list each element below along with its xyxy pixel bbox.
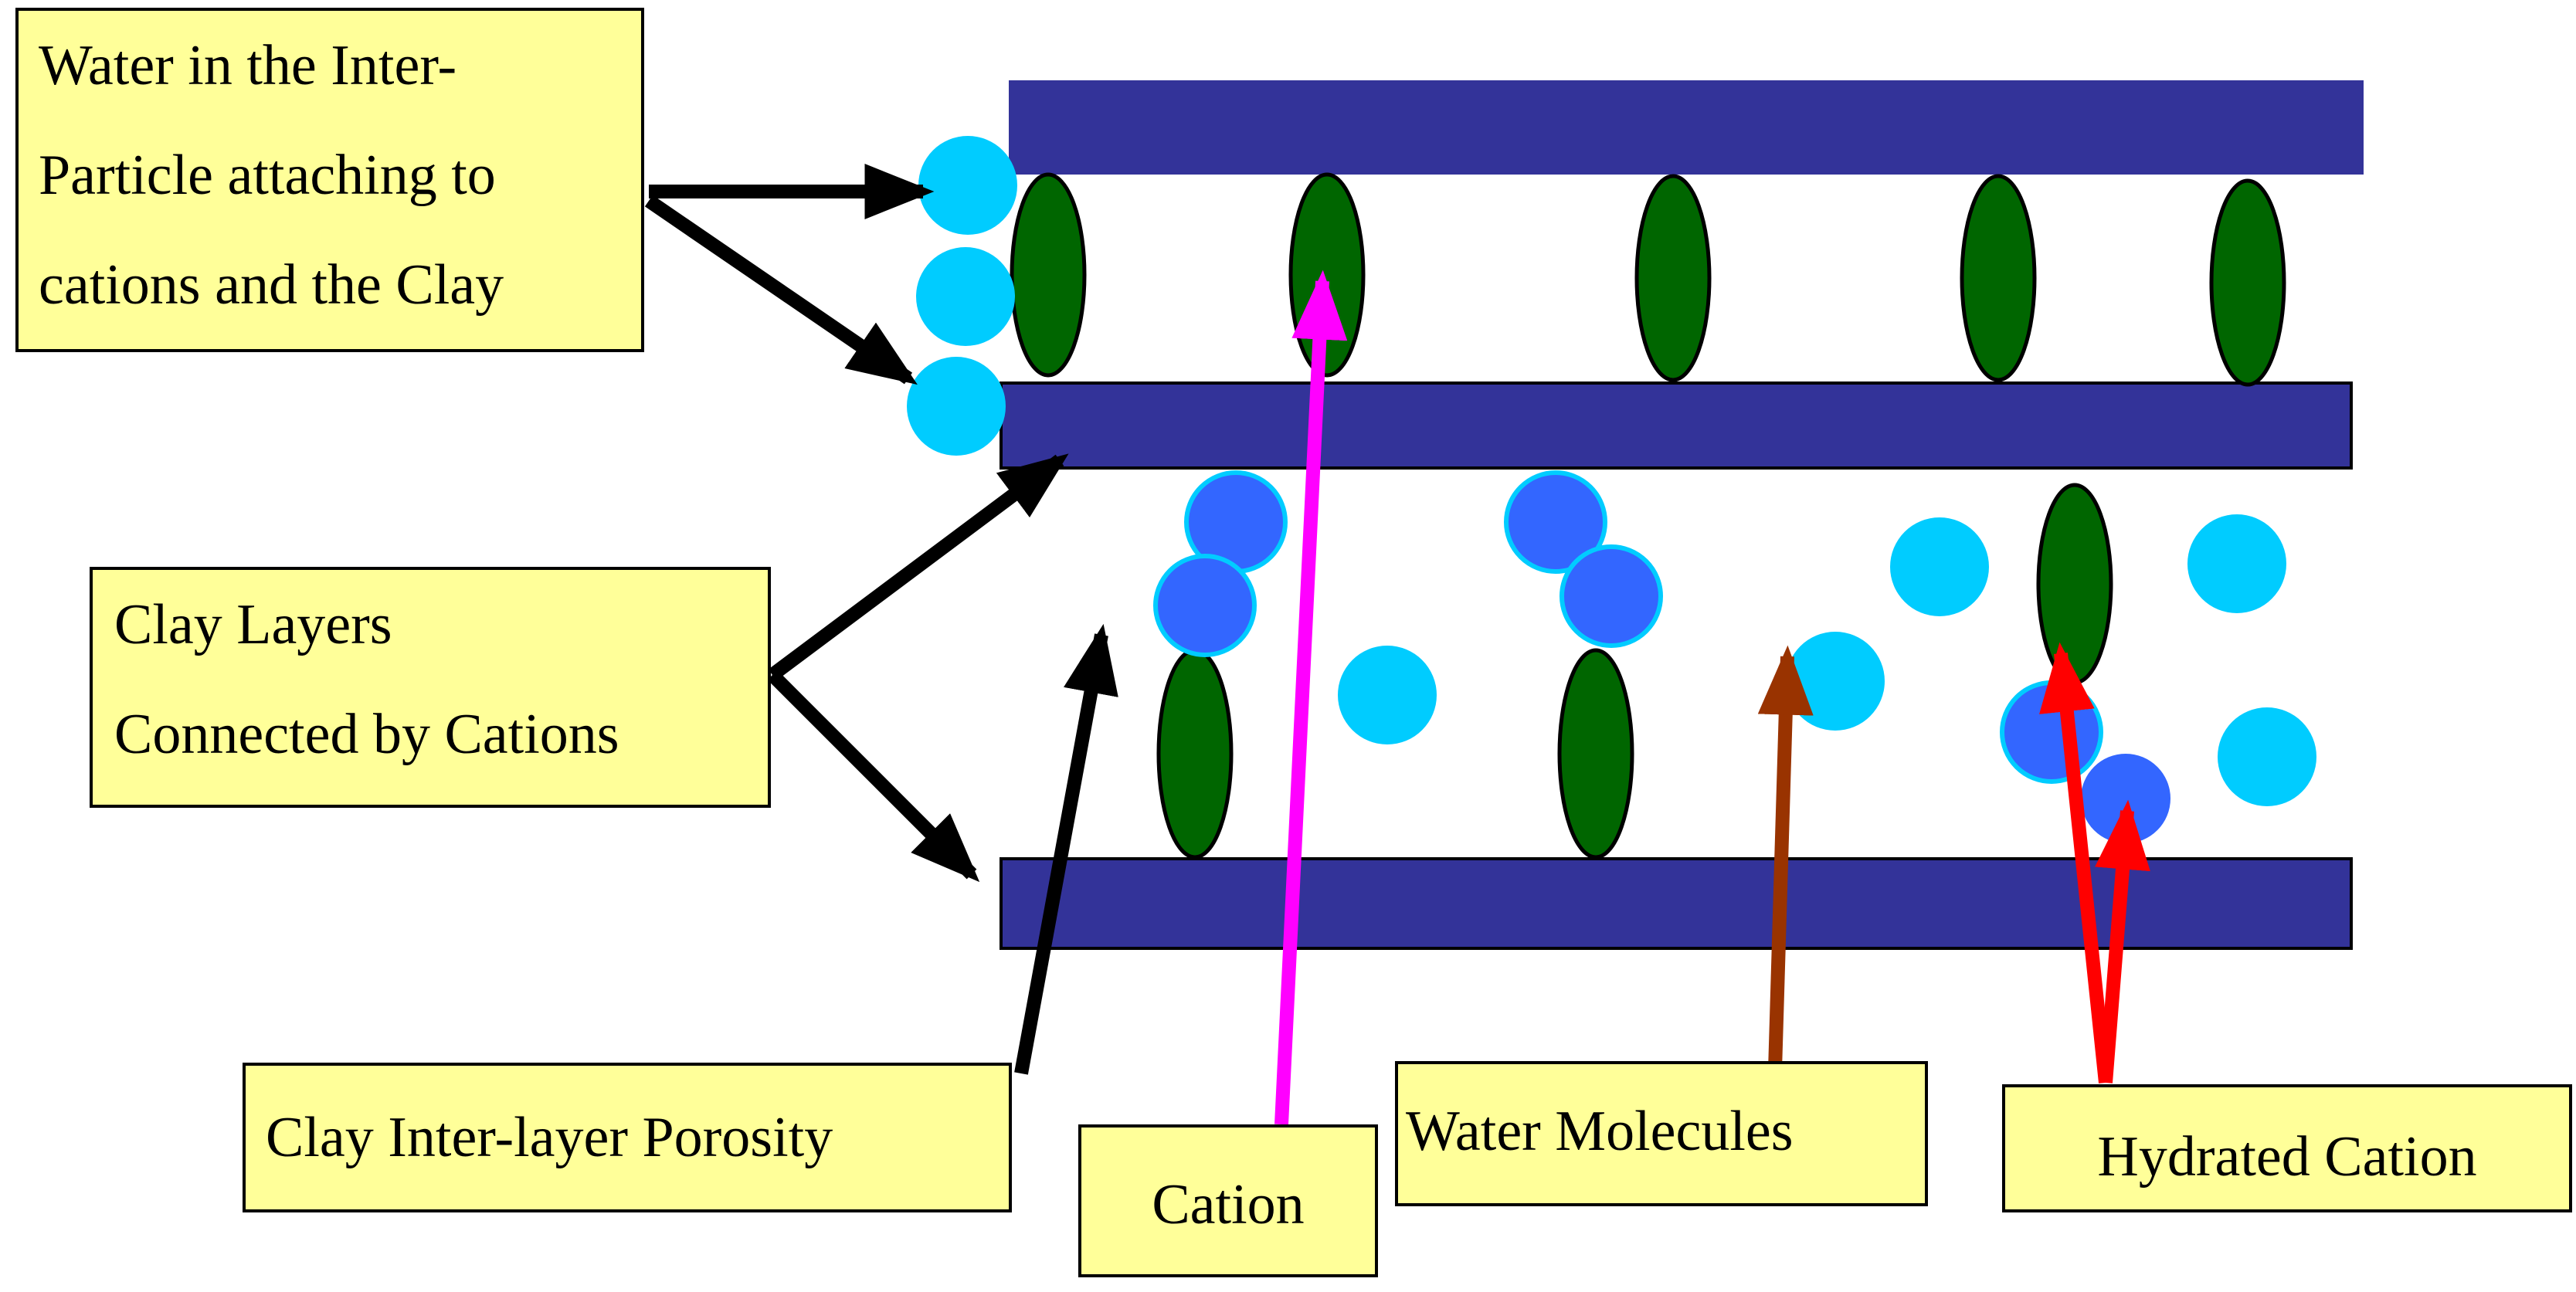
water-molecule xyxy=(2218,707,2316,806)
clay-layer-bottom xyxy=(1000,857,2353,950)
clay-layer-middle xyxy=(1000,381,2353,470)
cation xyxy=(1010,172,1087,378)
arrow-clay-layers-to-bottom xyxy=(767,670,980,883)
arrow-cation xyxy=(1274,270,1348,1125)
label-hydrated-cation: Hydrated Cation xyxy=(2002,1084,2572,1212)
arrow-porosity xyxy=(1014,623,1118,1075)
arrow-water-to-middle-edge xyxy=(644,195,918,385)
arrow-clay-layers-to-middle xyxy=(768,453,1069,681)
arrow-hydrated-cation-2 xyxy=(2095,799,2150,1083)
water-molecule xyxy=(918,136,1017,235)
label-water-inter-particle: Water in the Inter- Particle attaching t… xyxy=(15,8,644,352)
cation xyxy=(1557,648,1634,860)
cation xyxy=(1960,174,2037,382)
arrow-hydrated-cation-1 xyxy=(2039,642,2113,1083)
cation xyxy=(2209,178,2286,387)
hydrated-water-molecule xyxy=(1504,470,1607,574)
cation xyxy=(1634,174,1712,382)
water-molecule xyxy=(1890,517,1989,616)
water-molecule xyxy=(2187,514,2286,613)
water-molecule xyxy=(907,357,1006,456)
hydrated-water-molecule xyxy=(1153,554,1257,657)
label-cation: Cation xyxy=(1078,1124,1378,1277)
cation xyxy=(1288,172,1366,378)
hydrated-water-molecule xyxy=(2000,680,2103,784)
clay-layer-top xyxy=(1009,80,2364,175)
label-water-molecules: Water Molecules xyxy=(1395,1061,1928,1206)
label-inter-layer-porosity: Clay Inter-layer Porosity xyxy=(243,1063,1012,1212)
water-molecule xyxy=(916,247,1015,346)
cation xyxy=(2036,483,2113,685)
water-molecule xyxy=(1338,646,1437,744)
cation xyxy=(1156,648,1234,860)
water-molecule xyxy=(1786,632,1885,731)
hydrated-water-molecule xyxy=(1560,544,1663,648)
label-clay-layers: Clay Layers Connected by Cations xyxy=(90,567,771,808)
arrow-water-molecules xyxy=(1757,645,1814,1071)
